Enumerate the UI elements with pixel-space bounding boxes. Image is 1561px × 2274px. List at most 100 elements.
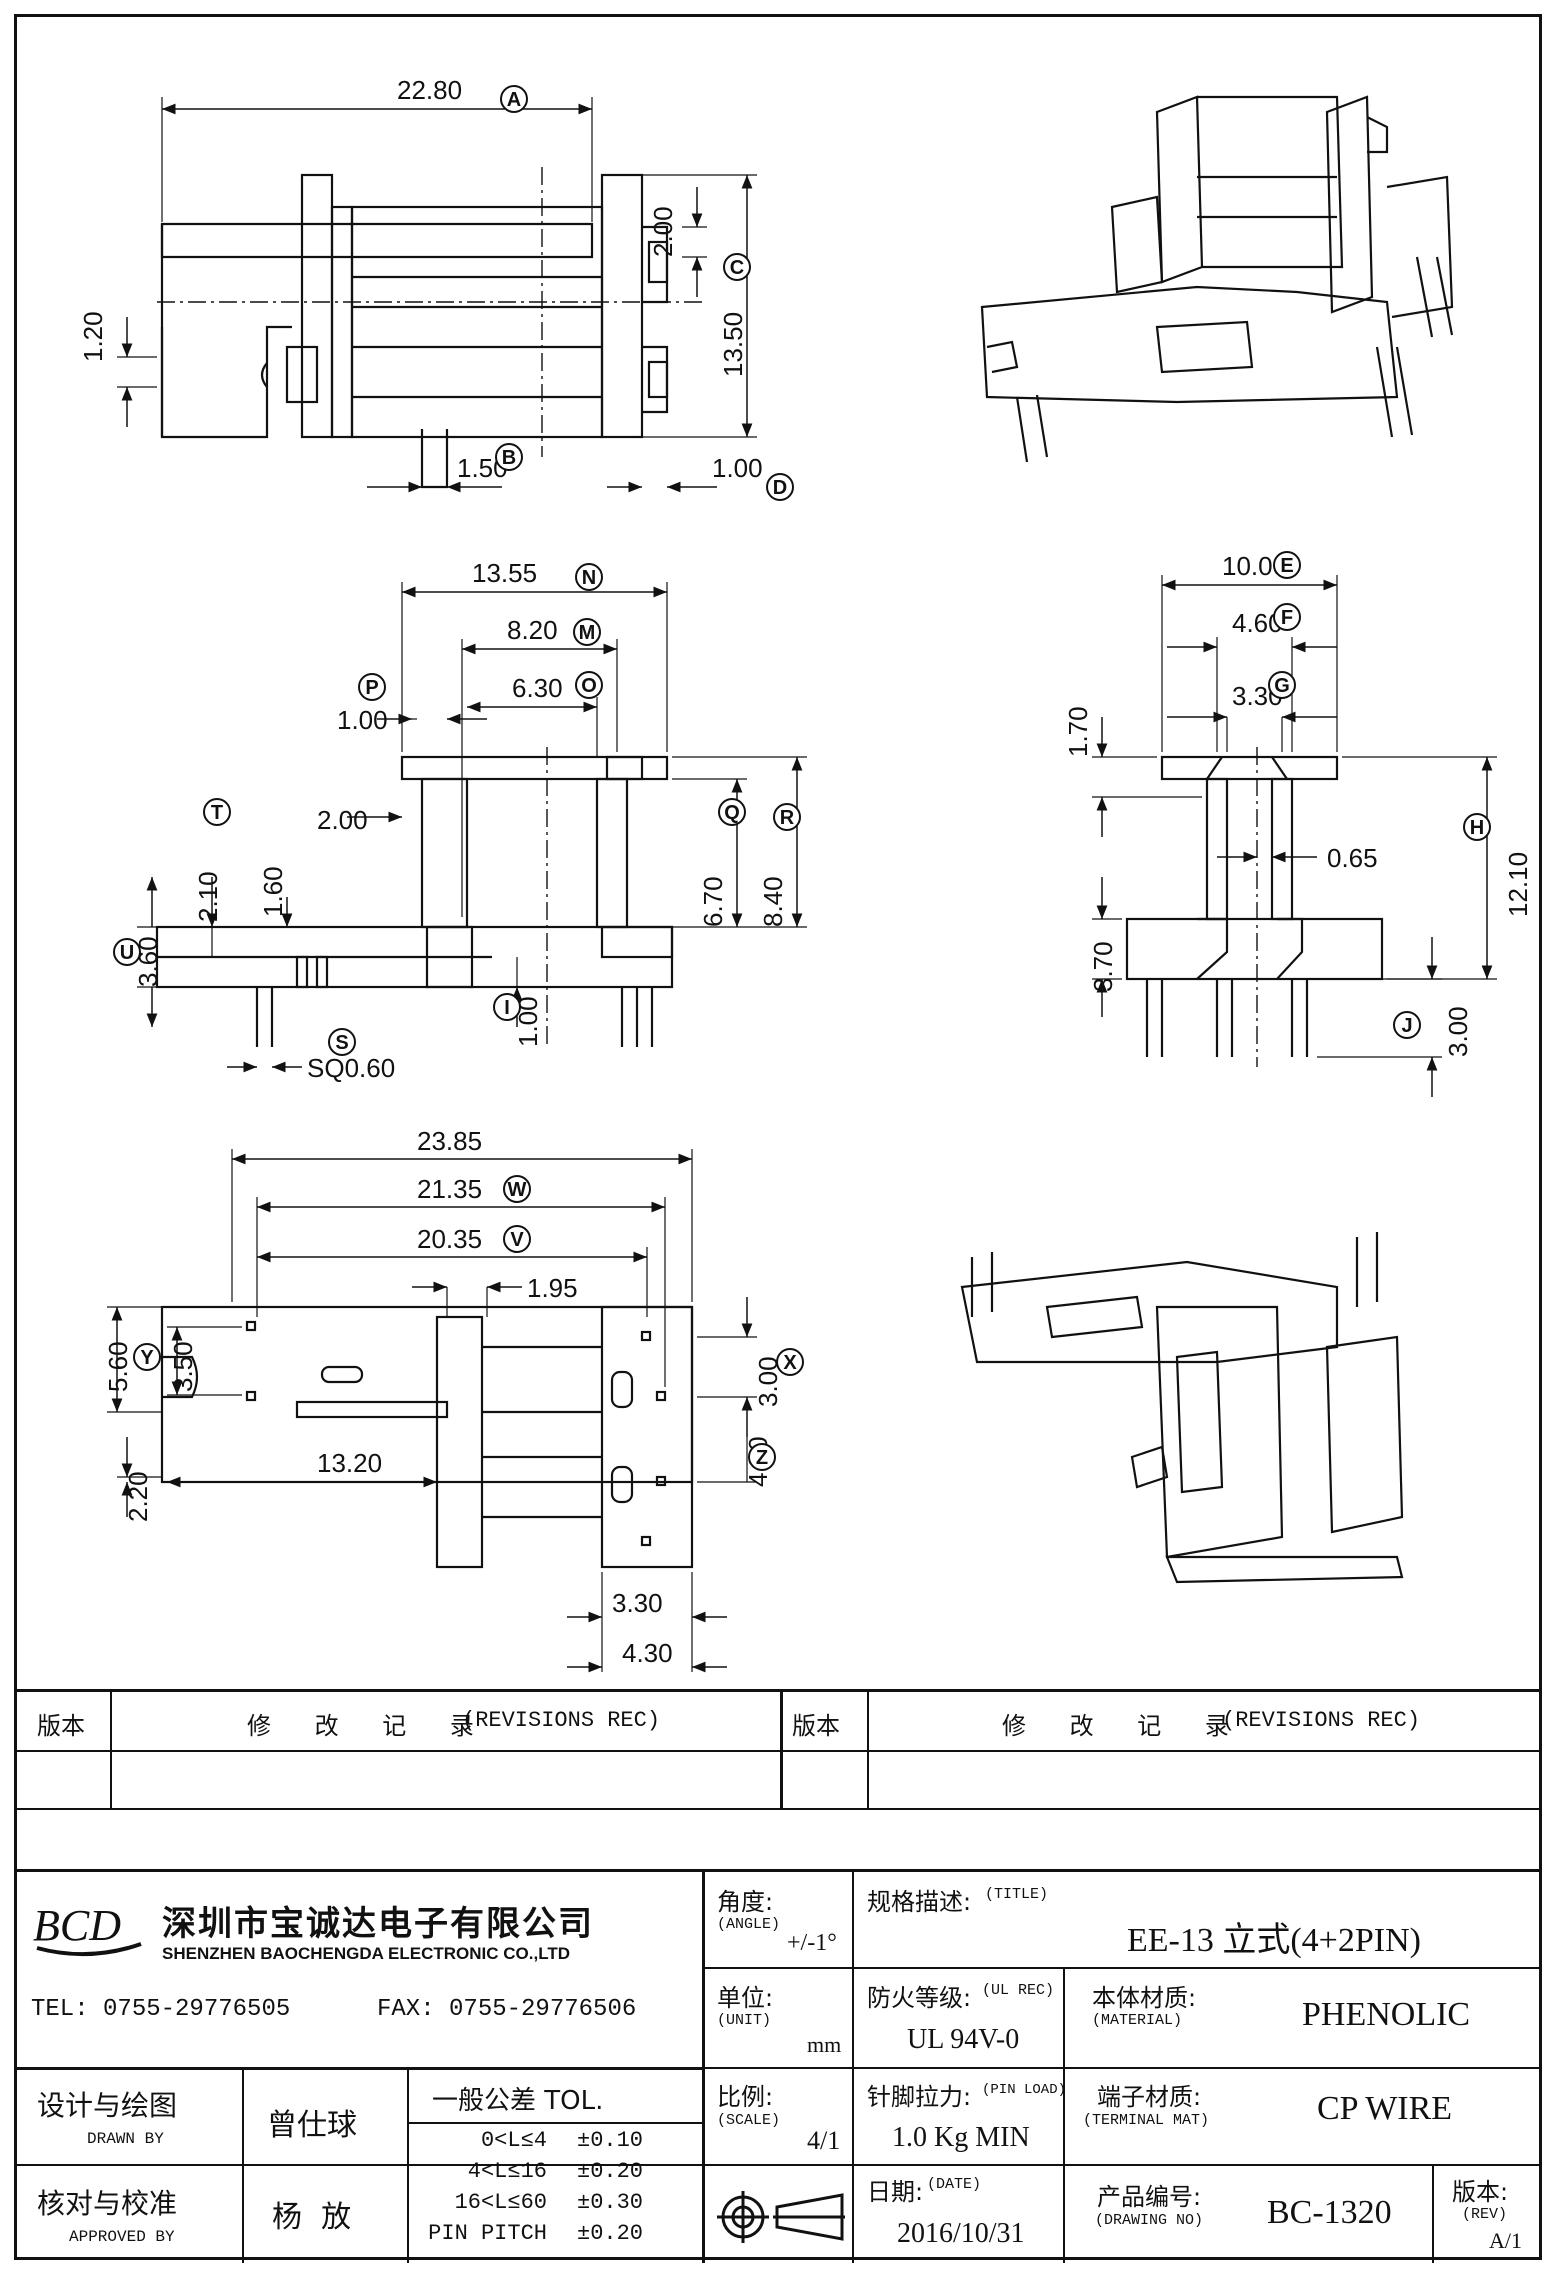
ref-circle-d [766, 473, 794, 501]
designer-value: 曾仕球 [267, 2108, 357, 2143]
drawing-no-value: BC-1320 [1267, 2194, 1392, 2231]
company-name-en: SHENZHEN BAOCHENGDA ELECTRONIC CO.,LTD [162, 1944, 570, 1963]
ref-label-h: H [1470, 817, 1484, 839]
ref-label-w: W [508, 1179, 527, 1201]
ref-circle-v [503, 1225, 531, 1253]
approver-label-en: APPROVED BY [69, 2228, 175, 2246]
company-tel: TEL: 0755-29776505 [31, 1996, 291, 2023]
technical-drawing: 22.80 2.00 13.50 1.20 1.50 1.00 13.55 8.… [78, 75, 1533, 1673]
dim-m: 8.20 [507, 615, 558, 645]
dim-gap: 0.65 [1327, 843, 1378, 873]
rev-rec-header-left-en: (REVISIONS REC) [462, 1708, 661, 1733]
date-label-cn: 日期: [867, 2178, 924, 2206]
ref-label-s: S [335, 1032, 348, 1054]
scale-label-cn: 比例: [717, 2083, 774, 2111]
material-label-cn: 本体材质: [1092, 1984, 1197, 2012]
ref-circle-b [495, 443, 523, 471]
company-logo: BCD [29, 1892, 147, 1962]
dim-o: 6.30 [512, 673, 563, 703]
dim-step: 2.00 [317, 805, 368, 835]
ref-circle-c [723, 253, 751, 281]
revision-table: 版本 修 改 记 录 (REVISIONS REC) 版本 修 改 记 录 (R… [17, 1689, 1539, 1872]
material-value: PHENOLIC [1302, 1996, 1471, 2033]
tolerance-value: ±0.20 [577, 2159, 644, 2184]
ref-label-v: V [510, 1229, 524, 1251]
dim-b1: 3.30 [612, 1588, 663, 1618]
scale-value: 4/1 [807, 2126, 841, 2155]
ref-circle-m [573, 618, 601, 646]
front-view [137, 582, 807, 1073]
unit-value: mm [807, 2032, 842, 2057]
ul-label-cn: 防火等级: [867, 1984, 972, 2012]
dim-c-val: 2.00 [648, 206, 678, 257]
tolerance-value: ±0.20 [577, 2221, 644, 2246]
ref-circle-j [1393, 1011, 1421, 1039]
tolerance-range: 4<L≤16 [467, 2159, 547, 2184]
dim-b2: 4.30 [622, 1638, 673, 1668]
approver-label-cn: 核对与校准 [37, 2187, 178, 2220]
ul-value: UL 94V-0 [907, 2024, 1020, 2055]
ref-circle-w [503, 1175, 531, 1203]
ref-label-m: M [579, 622, 596, 644]
ref-label-y: Y [140, 1347, 154, 1369]
terminal-label-en: (TERMINAL MAT) [1083, 2112, 1210, 2129]
dim-v: 20.35 [417, 1224, 482, 1254]
dim-j: 3.00 [1443, 1006, 1473, 1057]
ref-label-a: A [507, 89, 521, 111]
tolerance-value: ±0.30 [577, 2190, 644, 2215]
title-label-en: (TITLE) [985, 1886, 1049, 1903]
rev-label-en: (REV) [1462, 2206, 1508, 2223]
drawing-no-label-en: (DRAWING NO) [1095, 2212, 1204, 2229]
rev-version-header-right: 版本 [792, 1712, 840, 1740]
bottom-view [107, 1149, 757, 1673]
dim-h: 12.10 [1503, 852, 1533, 917]
dim-p: 1.00 [337, 705, 388, 735]
title-label-cn: 规格描述: [867, 1888, 972, 1916]
dim-ht1: 1.70 [1063, 706, 1093, 757]
angle-label-en: (ANGLE) [717, 1916, 781, 1933]
ref-circle-z [748, 1443, 776, 1471]
approver-value: 杨 放 [272, 2200, 352, 2235]
ref-label-t: T [211, 802, 223, 824]
dim-overall: 23.85 [417, 1126, 482, 1156]
scale-label-en: (SCALE) [717, 2112, 781, 2129]
ref-circle-a [500, 85, 528, 113]
angle-value: +/-1° [787, 1930, 837, 1956]
ul-label-en: (UL REC) [982, 1982, 1055, 1999]
ref-label-d: D [773, 477, 787, 499]
dim-w: 21.35 [417, 1174, 482, 1204]
ref-circle-p [358, 673, 386, 701]
terminal-value: CP WIRE [1317, 2090, 1453, 2127]
tolerance-range: 16<L≤60 [454, 2190, 547, 2215]
pin-load-label-en: (PIN LOAD) [982, 2082, 1067, 2098]
ref-circle-x [776, 1348, 804, 1376]
ref-circle-r [773, 803, 801, 831]
ref-label-p: P [365, 677, 378, 699]
rev-version-header-left: 版本 [37, 1712, 85, 1740]
ref-circle-q [718, 798, 746, 826]
drawing-no-label-cn: 产品编号: [1097, 2183, 1202, 2211]
dim-y-outer: 5.60 [103, 1341, 133, 1392]
unit-label-en: (UNIT) [717, 2012, 772, 2029]
ref-circle-h [1463, 813, 1491, 841]
company-name-cn: 深圳市宝诚达电子有限公司 [162, 1904, 594, 1944]
dim-t: 2.10 [193, 871, 223, 922]
pin-load-label-cn: 针脚拉力: [867, 2083, 972, 2111]
ref-label-b: B [502, 447, 516, 469]
ref-circle-t [203, 798, 231, 826]
ref-label-e: E [1280, 555, 1293, 577]
date-value: 2016/10/31 [897, 2218, 1025, 2249]
tolerance-row: 16<L≤60 ±0.30 [417, 2190, 697, 2221]
designer-label-cn: 设计与绘图 [37, 2089, 178, 2122]
material-label-en: (MATERIAL) [1092, 2012, 1183, 2029]
side-view [1092, 575, 1497, 1097]
ref-label-i: I [504, 997, 510, 1019]
projection-symbol [717, 2187, 847, 2252]
ref-circle-f [1273, 603, 1301, 631]
dim-small: 1.60 [258, 866, 288, 917]
ref-circle-s [328, 1028, 356, 1056]
dim-q: 6.70 [698, 876, 728, 927]
ref-circle-o [575, 671, 603, 699]
tolerance-title: 一般公差 TOL. [432, 2086, 604, 2116]
